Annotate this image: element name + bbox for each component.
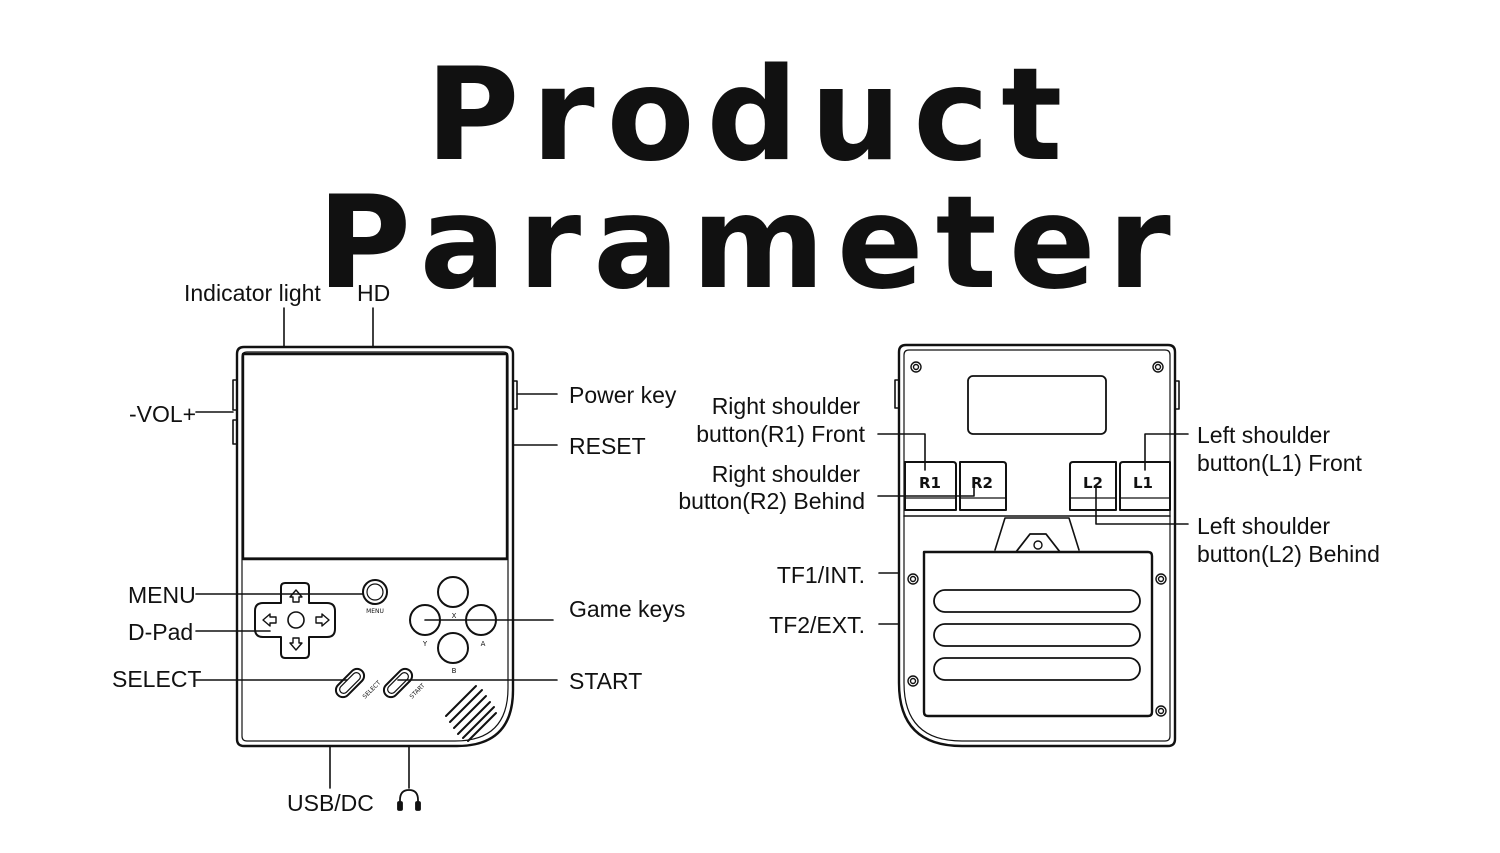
r2-label-line1: Right shoulder — [711, 461, 860, 487]
r1-label-line2: button(R1) Front — [696, 421, 865, 447]
speaker-grille — [445, 685, 497, 742]
menu-button-shape — [362, 579, 388, 605]
game-keys-label: Game keys — [569, 596, 686, 622]
b-button — [437, 632, 469, 664]
start-small-label: START — [408, 682, 426, 700]
label-window — [967, 375, 1107, 435]
select-small-label: SELECT — [361, 679, 382, 700]
l2-label-line2: button(L2) Behind — [1197, 541, 1380, 567]
menu-label: MENU — [128, 582, 196, 608]
r1-key-label: R1 — [919, 474, 941, 492]
dpad-left-arrow-icon — [262, 613, 277, 627]
r1-label-line1: Right shoulder — [711, 393, 860, 419]
power-button — [512, 380, 518, 410]
usb-dc-label: USB/DC — [287, 790, 374, 816]
start-label: START — [569, 668, 643, 694]
headphone-icon — [397, 789, 421, 811]
reset-label: RESET — [569, 433, 646, 459]
menu-small-label: MENU — [366, 608, 384, 615]
vol-label: -VOL+ — [129, 401, 197, 427]
dpad — [254, 582, 336, 659]
r2-key-label: R2 — [971, 474, 993, 492]
hd-label: HD — [357, 280, 391, 306]
indicator-light-label: Indicator light — [184, 280, 321, 306]
b-button-label: B — [452, 667, 457, 675]
a-button-label: A — [481, 640, 486, 648]
tf2-label: TF2/EXT. — [769, 612, 865, 638]
l1-key-label: L1 — [1133, 474, 1153, 492]
x-button-label: X — [452, 612, 457, 620]
select-label: SELECT — [112, 666, 202, 692]
front-device: MENU X Y A B SELECT START — [195, 307, 558, 811]
l1-label-line1: Left shoulder — [1197, 422, 1330, 448]
screws — [907, 361, 1167, 717]
shoulder-buttons — [903, 461, 1171, 517]
dpad-right-arrow-icon — [315, 613, 330, 627]
l2-label-line1: Left shoulder — [1197, 513, 1330, 539]
dpad-label: D-Pad — [128, 619, 194, 645]
dpad-down-arrow-icon — [289, 637, 303, 651]
r2-label-line2: button(R2) Behind — [678, 488, 865, 514]
tf1-label: TF1/INT. — [776, 562, 865, 588]
back-device: R1 R2 L2 L1 — [877, 343, 1189, 748]
l2-key-label: L2 — [1083, 474, 1103, 492]
y-button-label: Y — [422, 640, 428, 648]
start-button-shape — [382, 667, 414, 699]
screen — [241, 352, 509, 561]
power-key-label: Power key — [569, 382, 677, 408]
vol-button — [232, 379, 238, 411]
dpad-up-arrow-icon — [289, 589, 303, 603]
page-title: Product Parameter — [317, 41, 1183, 318]
l1-label-line2: button(L1) Front — [1197, 450, 1362, 476]
x-button — [437, 576, 469, 608]
battery-cover — [922, 550, 1154, 718]
